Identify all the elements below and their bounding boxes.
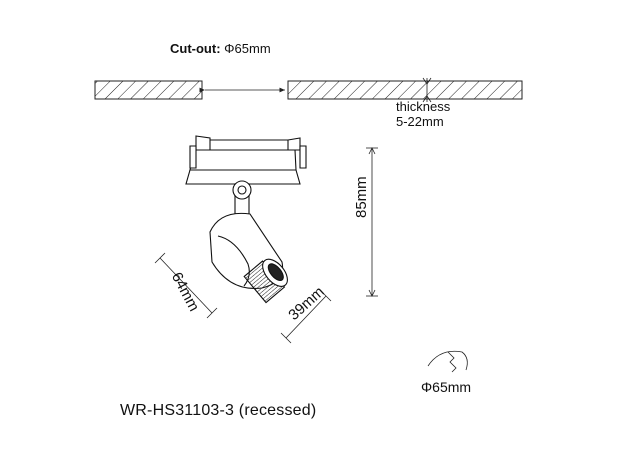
ceiling-panel-right	[287, 80, 523, 100]
thickness-value: 5-22mm	[396, 114, 444, 129]
cutout-label: Cut-out: Φ65mm	[170, 42, 271, 55]
cutout-value: Φ65mm	[224, 41, 271, 56]
cutout-title: Cut-out:	[170, 41, 221, 56]
spotlight-drawing	[185, 135, 307, 304]
cutout-hole-symbol	[427, 350, 468, 373]
diameter-dimension	[280, 290, 332, 344]
height-dimension	[366, 147, 378, 297]
height-dimension-label: 85mm	[353, 176, 370, 218]
thickness-marker	[422, 77, 432, 103]
length-dimension	[154, 252, 218, 319]
thickness-label: thickness	[396, 99, 451, 114]
ceiling-panel-left	[94, 80, 203, 100]
model-name: WR-HS31103-3 (recessed)	[120, 402, 317, 419]
hole-diameter-label: Φ65mm	[421, 379, 472, 395]
